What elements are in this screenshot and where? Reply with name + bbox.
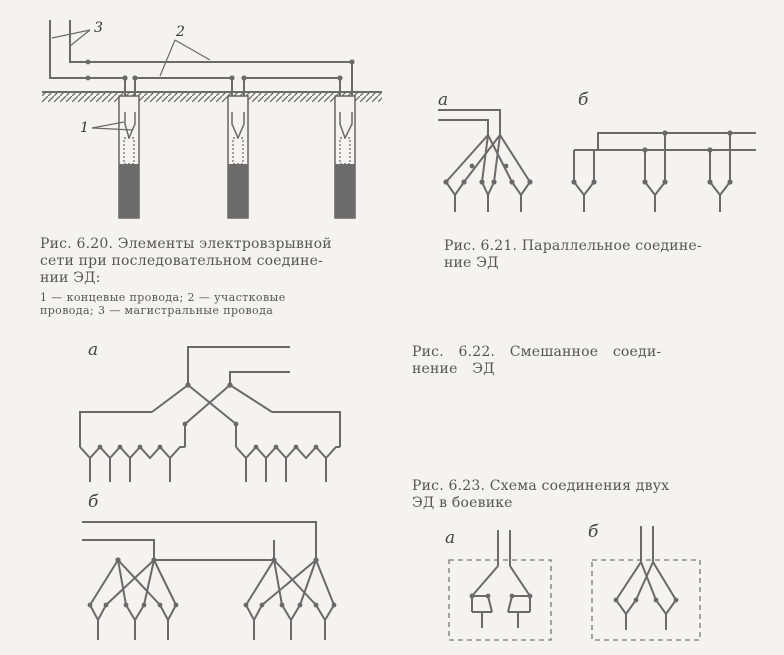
charge-1 (119, 164, 139, 218)
fig-6-22a-diagram (80, 347, 340, 482)
fig-6-23-label-b: б (588, 522, 599, 542)
fig-6-23b-diagram (592, 526, 700, 640)
fig-6-21-label-a: а (438, 90, 449, 110)
fig-6-20-diagram (42, 20, 382, 218)
ground-hatch (42, 92, 382, 102)
fig-6-20-legend: 1 — концевые провода; 2 — участковые про… (40, 291, 286, 317)
fig-6-20-caption: Рис. 6.20. Элементы электровзрывной сети… (40, 236, 332, 286)
fig-6-23-label-a: а (445, 528, 456, 548)
fig-6-22b-diagram (82, 522, 337, 640)
fig-6-21-caption: Рис. 6.21. Параллельное соедине- ние ЭД (444, 238, 702, 271)
fig-6-22-label-b: б (88, 492, 99, 512)
fig-6-22-label-a: а (88, 340, 99, 360)
fig-6-21-label-b: б (578, 90, 589, 110)
fig-6-21b-diagram (571, 130, 756, 212)
detonator-3 (340, 138, 350, 164)
callout-3: 3 (94, 20, 103, 36)
detonator-2 (233, 138, 243, 164)
charge-2 (228, 164, 248, 218)
primer-box-b (592, 560, 700, 640)
charge-3 (335, 164, 355, 218)
primer-box-a (449, 560, 551, 640)
fig-6-23-caption: Рис. 6.23. Схема соединения двух ЭД в бо… (412, 478, 670, 511)
section-wire-1 (135, 78, 232, 112)
detonator-1 (124, 138, 134, 164)
callout-1: 1 (80, 120, 89, 136)
main-wire-right (70, 20, 352, 112)
fig-6-23a-diagram (449, 530, 551, 640)
fig-6-22-caption: Рис. 6.22. Смешанное соеди- нение ЭД (412, 344, 662, 377)
section-wire-2 (244, 78, 340, 112)
callout-2: 2 (176, 24, 185, 40)
fig-6-21a-diagram (438, 110, 533, 212)
